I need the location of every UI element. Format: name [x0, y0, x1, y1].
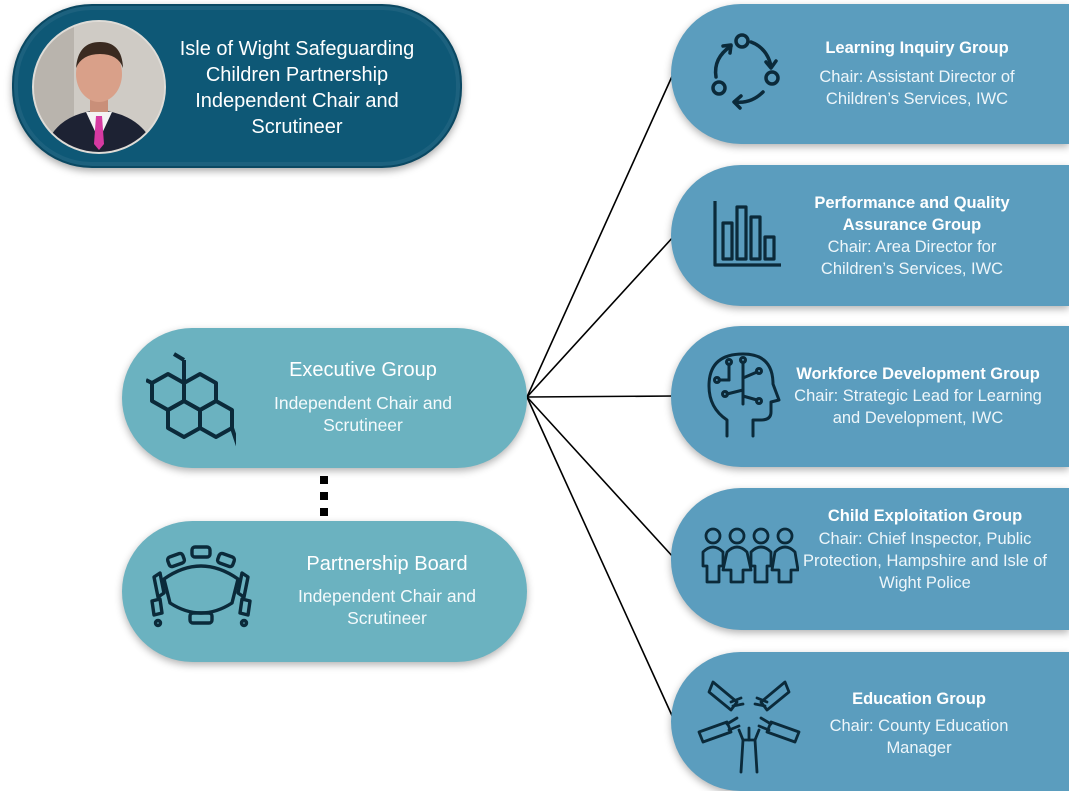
boardroom-table-icon	[150, 545, 252, 628]
independent-chair-node: Isle of Wight Safeguarding Children Part…	[12, 4, 462, 168]
education-group-node: Education Group Chair: County Education …	[671, 652, 1069, 791]
partnership-board-subtitle: Independent Chair and Scrutineer	[297, 586, 477, 628]
hexagon-network-icon	[146, 352, 236, 447]
performance-quality-group-node: Performance and Quality Assurance Group …	[671, 165, 1069, 306]
learning-inquiry-group-node: Learning Inquiry Group Chair: Assistant …	[671, 4, 1069, 144]
cycle-arrows-icon	[711, 33, 780, 110]
connector-workforce	[526, 395, 675, 398]
child-exploitation-group-node: Child Exploitation Group Chair: Chief In…	[671, 488, 1069, 630]
connector-child-exploitation	[526, 396, 675, 559]
connector-education	[526, 396, 675, 721]
learning-inquiry-group-chair: Chair: Assistant Director of Children’s …	[819, 68, 1015, 108]
education-group-title: Education Group	[852, 690, 986, 708]
performance-quality-group-title: Performance and Quality Assurance Group	[814, 194, 1010, 234]
child-exploitation-group-title: Child Exploitation Group	[827, 507, 1023, 525]
connector-performance-quality	[526, 235, 675, 398]
bar-chart-icon	[713, 201, 781, 267]
head-circuit-icon	[707, 352, 781, 438]
connector-learning-inquiry	[526, 71, 675, 398]
chair-title: Isle of Wight Safeguarding Children Part…	[179, 38, 415, 138]
education-group-chair: Chair: County Education Manager	[829, 717, 1009, 757]
workforce-development-group-title: Workforce Development Group	[796, 365, 1040, 383]
executive-group-title: Executive Group	[289, 359, 437, 381]
partnership-board-title: Partnership Board	[306, 553, 468, 575]
chair-portrait	[32, 20, 166, 154]
learning-inquiry-group-title: Learning Inquiry Group	[825, 39, 1009, 57]
executive-group-subtitle: Independent Chair and Scrutineer	[273, 393, 453, 435]
child-exploitation-group-chair: Chair: Chief Inspector, Public Protectio…	[803, 530, 1047, 592]
workforce-development-group-node: Workforce Development Group Chair: Strat…	[671, 326, 1069, 467]
performance-quality-group-chair: Chair: Area Director for Children’s Serv…	[820, 238, 1004, 278]
hands-circle-icon	[697, 680, 801, 774]
executive-group-node: Executive Group Independent Chair and Sc…	[122, 328, 527, 468]
children-group-icon	[701, 527, 799, 584]
workforce-development-group-chair: Chair: Strategic Lead for Learning and D…	[794, 387, 1042, 427]
partnership-board-node: Partnership Board Independent Chair and …	[122, 521, 527, 662]
dotted-connector	[320, 476, 328, 516]
